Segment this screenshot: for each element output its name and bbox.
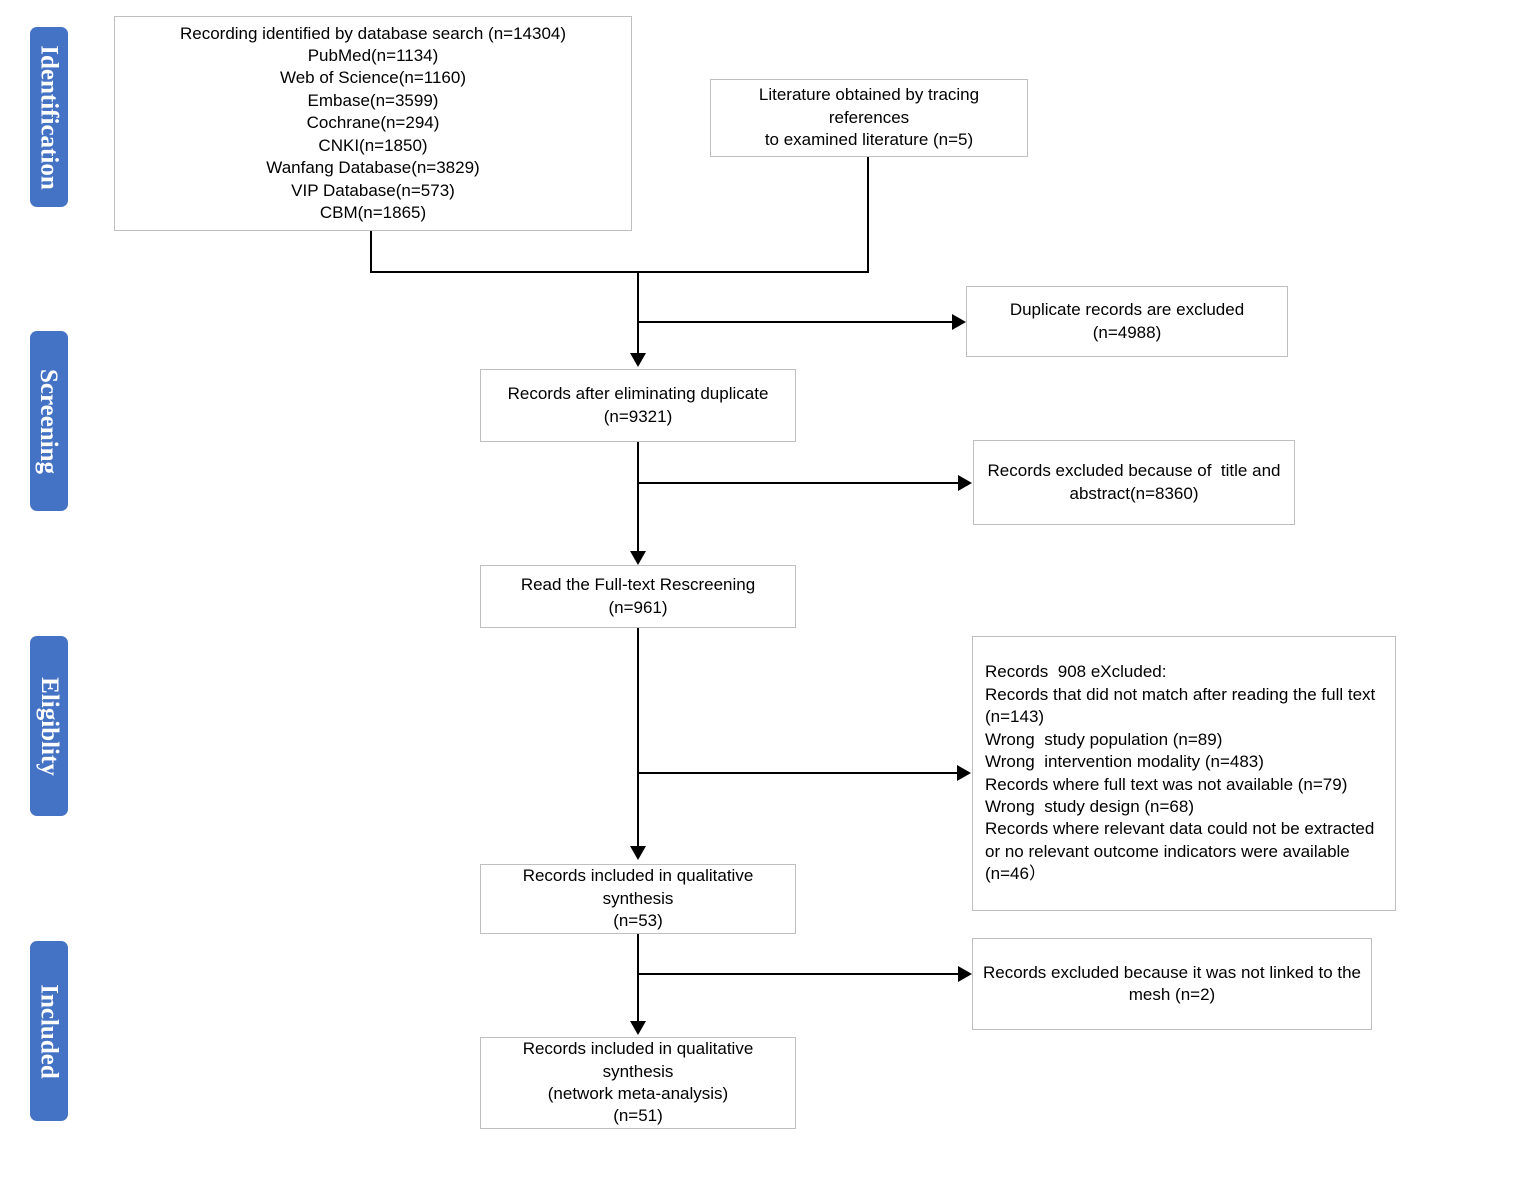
box-database-search-line-9: CBM(n=1865) [319, 203, 427, 223]
box-qualitative-synthesis-line-1: Records included in qualitative synthesi… [522, 866, 759, 908]
connector-to-mesh-excluded [637, 973, 959, 975]
connector-rescreening-down [637, 628, 639, 848]
box-mesh-excluded: Records excluded because it was not link… [972, 938, 1372, 1030]
box-database-search-line-8: VIP Database(n=573) [291, 180, 455, 200]
connector-to-fulltext-excluded [637, 772, 958, 774]
box-fulltext-excluded-line-8: Records where relevant data could not be… [985, 819, 1375, 839]
arrow-to-duplicates-excluded [952, 314, 966, 330]
box-records-after-duplicates-line-2: (n=9321) [603, 406, 673, 426]
connector-after-duplicates-down [637, 442, 639, 553]
stage-label-eligibility-text: Eligiblity [35, 676, 63, 776]
box-fulltext-excluded-line-3: (n=143) [985, 707, 1045, 727]
box-fulltext-excluded-line-7: Wrong study design (n=68) [985, 796, 1194, 816]
box-database-search-line-4: Embase(n=3599) [307, 90, 439, 110]
box-database-search-line-3: Web of Science(n=1160) [279, 68, 466, 88]
arrow-to-records-after-duplicates [630, 353, 646, 367]
stage-label-screening: Screening [30, 331, 68, 511]
box-database-search: Recording identified by database search … [114, 16, 632, 231]
stage-label-eligibility: Eligiblity [30, 636, 68, 816]
stage-label-included: Included [30, 941, 68, 1121]
box-fulltext-excluded-line-1: Records 908 eXcluded: [985, 662, 1167, 682]
box-duplicate-records-excluded: Duplicate records are excluded (n=4988) [966, 286, 1288, 357]
box-database-search-line-1: Recording identified by database search … [179, 23, 567, 43]
connector-tracing-down [867, 157, 869, 273]
box-mesh-excluded-line-1: Records excluded because it was not link… [983, 962, 1362, 982]
stage-label-screening-text: Screening [35, 368, 63, 474]
box-mesh-excluded-line-2: mesh (n=2) [1128, 985, 1216, 1004]
box-fulltext-excluded-line-9: or no relevant outcome indicators were a… [985, 841, 1350, 861]
box-fulltext-rescreening-line-1: Read the Full-text Rescreening (n=961) [520, 575, 760, 617]
box-fulltext-excluded: Records 908 eXcluded: Records that did n… [972, 636, 1396, 911]
box-database-search-line-2: PubMed(n=1134) [307, 45, 439, 65]
box-qualitative-synthesis: Records included in qualitative synthesi… [480, 864, 796, 934]
arrow-to-fulltext-excluded [957, 765, 971, 781]
connector-merge-bar [370, 271, 869, 273]
connector-to-duplicates-excluded [637, 321, 953, 323]
box-database-search-line-6: CNKI(n=1850) [318, 135, 428, 155]
box-network-meta-analysis-line-2: (network meta-analysis) [547, 1084, 729, 1103]
box-fulltext-excluded-line-4: Wrong study population (n=89) [985, 729, 1223, 749]
box-fulltext-rescreening: Read the Full-text Rescreening (n=961) [480, 565, 796, 628]
box-tracing-references: Literature obtained by tracing reference… [710, 79, 1028, 157]
arrow-to-fulltext-rescreening [630, 551, 646, 565]
box-title-abstract-excluded-line-2: abstract(n=8360) [1069, 483, 1199, 503]
box-tracing-references-line-1: Literature obtained by tracing reference… [758, 85, 984, 127]
box-fulltext-excluded-line-6: Records where full text was not availabl… [985, 774, 1348, 794]
stage-label-identification: Identification [30, 27, 68, 207]
box-duplicate-records-excluded-line-2: (n=4988) [1092, 322, 1162, 342]
box-database-search-line-5: Cochrane(n=294) [306, 113, 440, 133]
box-database-search-line-7: Wanfang Database(n=3829) [266, 158, 480, 178]
box-fulltext-excluded-line-5: Wrong intervention modality (n=483) [985, 752, 1264, 772]
box-fulltext-excluded-line-10: (n=46） [985, 864, 1046, 884]
connector-to-title-abstract-excluded [637, 482, 959, 484]
box-duplicate-records-excluded-line-1: Duplicate records are excluded [1009, 300, 1245, 320]
arrow-to-mesh-excluded [958, 966, 972, 982]
connector-merge-down [637, 271, 639, 357]
box-qualitative-synthesis-line-2: (n=53) [613, 911, 663, 931]
stage-label-identification-text: Identification [35, 44, 63, 190]
box-network-meta-analysis: Records included in qualitative synthesi… [480, 1037, 796, 1129]
arrow-to-qualitative-synthesis [630, 846, 646, 860]
box-title-abstract-excluded: Records excluded because of title and ab… [973, 440, 1295, 525]
box-title-abstract-excluded-line-1: Records excluded because of title and [987, 461, 1281, 481]
box-network-meta-analysis-line-3: (n=51) [613, 1106, 663, 1126]
connector-db-search-down [370, 231, 372, 273]
connector-qualitative-down [637, 934, 639, 1024]
box-network-meta-analysis-line-1: Records included in qualitative synthesi… [522, 1039, 759, 1081]
box-tracing-references-line-2: to examined literature (n=5) [764, 130, 974, 150]
arrow-to-title-abstract-excluded [958, 475, 972, 491]
box-fulltext-excluded-line-2: Records that did not match after reading… [985, 684, 1376, 704]
box-records-after-duplicates: Records after eliminating duplicate (n=9… [480, 369, 796, 442]
arrow-to-network-meta-analysis [630, 1021, 646, 1035]
box-records-after-duplicates-line-1: Records after eliminating duplicate [507, 384, 769, 404]
stage-label-included-text: Included [35, 983, 63, 1079]
